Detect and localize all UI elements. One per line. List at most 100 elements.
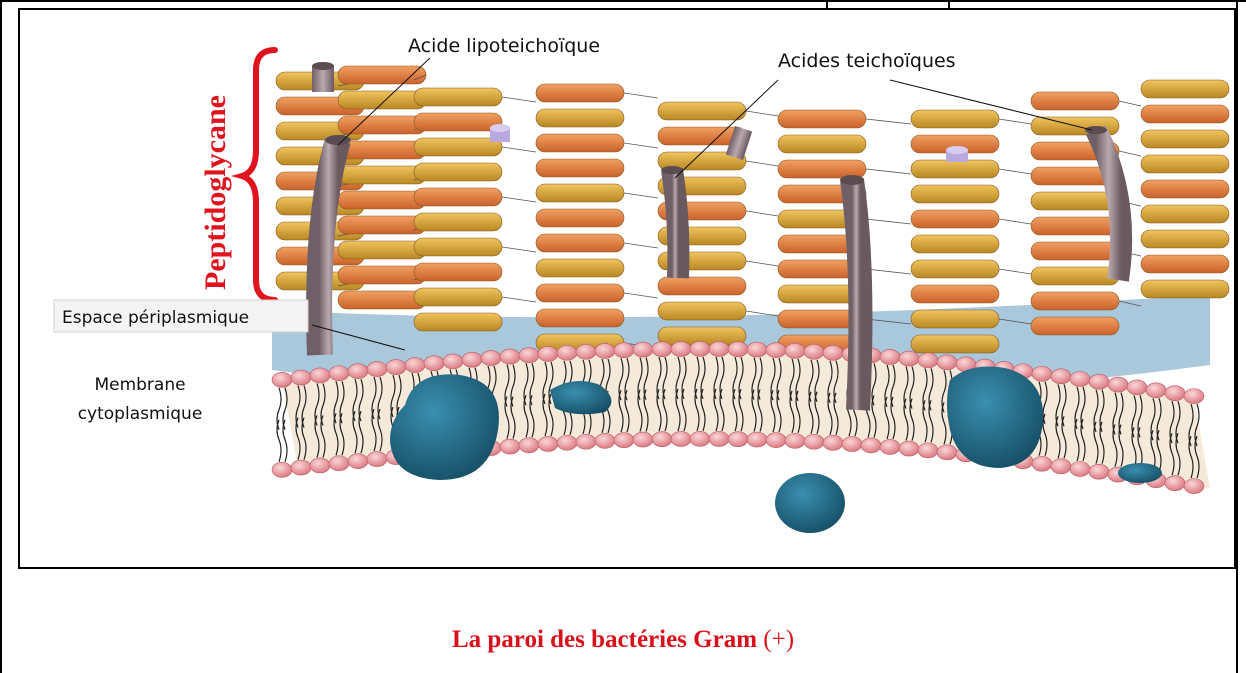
- lipid-head: [614, 433, 634, 448]
- peptide-crosslink: [999, 119, 1031, 124]
- lipid-head: [1127, 380, 1147, 395]
- lipid-head: [614, 343, 634, 358]
- page-border-left: [0, 0, 2, 673]
- lipid-head: [633, 432, 653, 447]
- lipid-head: [918, 443, 938, 458]
- peptidoglycan-strand: [1031, 217, 1119, 235]
- peptide-crosslink: [999, 269, 1031, 274]
- peptidoglycan-strand: [536, 259, 624, 277]
- lipid-head: [367, 362, 387, 377]
- peptide-crosslink: [624, 93, 658, 98]
- lipid-head: [348, 364, 368, 379]
- peptidoglycan-strand: [911, 335, 999, 353]
- peptidoglycan-strand: [911, 235, 999, 253]
- acides-teichoiques-label: Acides teichoïques: [778, 50, 956, 72]
- lipid-head: [823, 345, 843, 360]
- peptidoglycan-strand: [338, 216, 426, 234]
- peptidoglycan-strand: [778, 110, 866, 128]
- peptide-crosslink: [502, 297, 536, 302]
- lipid-head: [1051, 369, 1071, 384]
- peptidoglycan-strand: [911, 310, 999, 328]
- lipid-head: [500, 439, 520, 454]
- lipid-head: [557, 345, 577, 360]
- peptidoglycan-strand: [1141, 155, 1229, 173]
- peptidoglycan-strand: [536, 309, 624, 327]
- peptidoglycan-strand: [911, 285, 999, 303]
- peptidoglycan-strand: [414, 238, 502, 256]
- lipid-head: [519, 438, 539, 453]
- peptidoglycan-strand: [338, 291, 426, 309]
- lipid-head: [443, 354, 463, 369]
- peptidoglycan-strand: [1141, 230, 1229, 248]
- membrane-label-line1: Membrane: [94, 375, 185, 395]
- peptidoglycan-strand: [536, 134, 624, 152]
- peptide-crosslink: [624, 243, 658, 248]
- lipid-head: [633, 342, 653, 357]
- lipid-head: [690, 431, 710, 446]
- peptidoglycan-strand: [658, 277, 746, 295]
- peptidoglycan-strand: [911, 160, 999, 178]
- peptidoglycan-strand: [1141, 280, 1229, 298]
- peptide-crosslink: [1119, 101, 1141, 106]
- page-border-top: [0, 0, 1246, 2]
- lipid-head: [804, 434, 824, 449]
- lipid-head: [329, 456, 349, 471]
- peptidoglycan-strand: [414, 213, 502, 231]
- acide-lipoteichoique-label: Acide lipoteichoïque: [408, 35, 600, 57]
- peptide-crosslink: [624, 193, 658, 198]
- membrane-label-line2: cytoplasmique: [78, 404, 203, 424]
- espace-periplasmique-label: Espace périplasmique: [62, 308, 249, 328]
- lipid-head: [709, 431, 729, 446]
- lipid-head: [690, 341, 710, 356]
- peptidoglycan-strand: [414, 163, 502, 181]
- peptidoglycan-layer: [276, 66, 1229, 353]
- peptidoglycan-strand: [536, 184, 624, 202]
- lipid-head: [310, 368, 330, 383]
- peptidoglycan-strand: [1031, 267, 1119, 285]
- peptidoglycan-strand: [1141, 205, 1229, 223]
- lipid-head: [291, 370, 311, 385]
- lipid-head: [937, 355, 957, 370]
- peptidoglycan-strand: [414, 313, 502, 331]
- lipid-head: [538, 436, 558, 451]
- lipid-head: [842, 437, 862, 452]
- lipid-head: [462, 352, 482, 367]
- lipid-head: [1032, 456, 1052, 471]
- peptidoglycan-strand: [338, 166, 426, 184]
- lipid-head: [747, 432, 767, 447]
- peptide-crosslink: [999, 219, 1031, 224]
- lipid-head: [785, 343, 805, 358]
- peptidoglycan-strand: [1031, 242, 1119, 260]
- peptidoglycan-strand: [338, 266, 426, 284]
- peptidoglycan-strand: [338, 141, 426, 159]
- peptidoglycan-strand: [414, 288, 502, 306]
- lipid-head: [671, 431, 691, 446]
- peptidoglycan-strand: [1031, 292, 1119, 310]
- peptide-crosslink: [502, 147, 536, 152]
- lipid-head: [766, 343, 786, 358]
- lipid-head: [652, 342, 672, 357]
- lipid-head: [595, 343, 615, 358]
- membrane-protein: [1118, 463, 1162, 483]
- peptidoglycan-strand: [414, 113, 502, 131]
- gram-positive-wall-diagram: Peptidoglycane Acide lipoteichoïque Acid…: [20, 10, 1234, 567]
- lipid-head: [500, 349, 520, 364]
- peptidoglycan-strand: [911, 210, 999, 228]
- peptide-crosslink: [746, 261, 778, 266]
- peptidoglycan-strand: [1141, 255, 1229, 273]
- lipid-head: [1184, 479, 1204, 494]
- lipid-head: [728, 432, 748, 447]
- caption-text: La paroi des bactéries Gram: [452, 626, 757, 653]
- peptidoglycan-strand: [1141, 80, 1229, 98]
- peptide-crosslink: [999, 169, 1031, 174]
- peptidoglycan-strand: [536, 234, 624, 252]
- peptide-crosslink: [866, 119, 911, 124]
- lipid-head: [918, 353, 938, 368]
- peptidoglycan-strand: [338, 66, 426, 84]
- peptidoglycan-strand: [1141, 105, 1229, 123]
- lipid-head: [1108, 377, 1128, 392]
- peptide-crosslink: [746, 211, 778, 216]
- lipid-head: [576, 344, 596, 359]
- lipid-head: [671, 341, 691, 356]
- lipid-head: [1146, 383, 1166, 398]
